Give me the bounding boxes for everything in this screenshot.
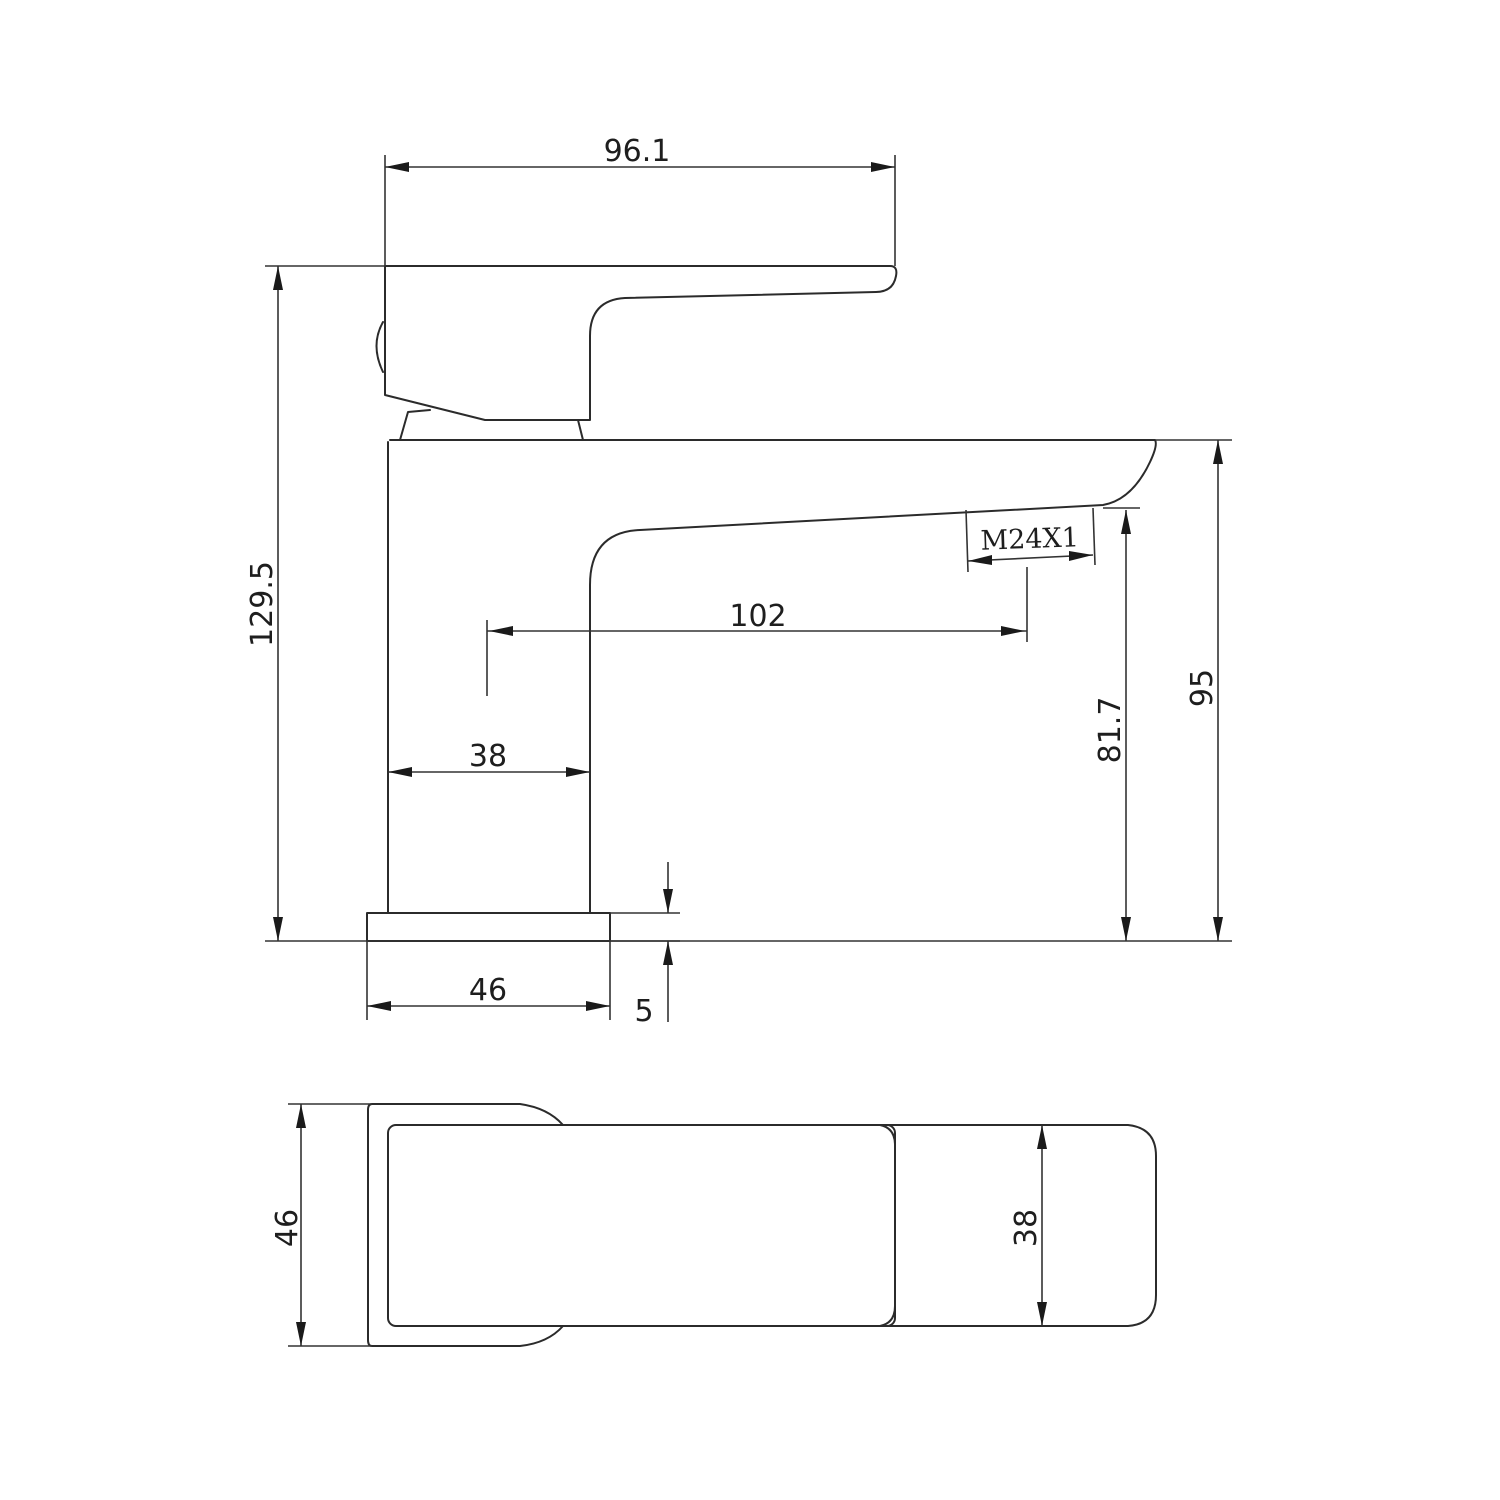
top-view [367, 1103, 1157, 1347]
label-96-1: 96.1 [604, 134, 671, 169]
dim-outlet-height: 81.7 [1093, 510, 1131, 941]
extension-lines [265, 155, 1232, 1020]
dim-handle-length: 96.1 [385, 134, 895, 172]
label-38: 38 [469, 739, 507, 774]
dim-top-base-depth: 46 [270, 1103, 372, 1347]
base-plate [366, 912, 611, 942]
label-thread: M24X1 [980, 522, 1079, 556]
side-view [366, 265, 1157, 942]
label-5: 5 [634, 994, 653, 1029]
top-spout [562, 1124, 1157, 1327]
top-handle-edge [879, 1124, 896, 1327]
label-95: 95 [1185, 669, 1220, 707]
label-46-top: 46 [270, 1209, 305, 1247]
top-handle [387, 1124, 896, 1327]
label-129-5: 129.5 [245, 561, 280, 647]
label-102: 102 [729, 599, 786, 634]
dim-base-thickness: 5 [634, 862, 673, 1029]
dim-body-width: 38 [388, 739, 590, 777]
dim-spout-reach: 102 [487, 599, 1027, 636]
handle-lever [384, 265, 898, 421]
dim-base-width: 46 [367, 973, 610, 1011]
dim-total-height: 129.5 [245, 266, 283, 941]
dim-spout-top-height: 95 [1185, 440, 1223, 941]
label-46-base: 46 [469, 973, 507, 1008]
handle-cap [375, 321, 384, 373]
tap-body [387, 439, 1157, 914]
label-38-top: 38 [1009, 1209, 1044, 1247]
label-81-7: 81.7 [1093, 697, 1128, 764]
top-base [367, 1103, 564, 1347]
handle-collar [399, 409, 584, 441]
dim-thread: M24X1 [967, 522, 1094, 565]
dim-top-spout-depth: 38 [1009, 1125, 1047, 1326]
